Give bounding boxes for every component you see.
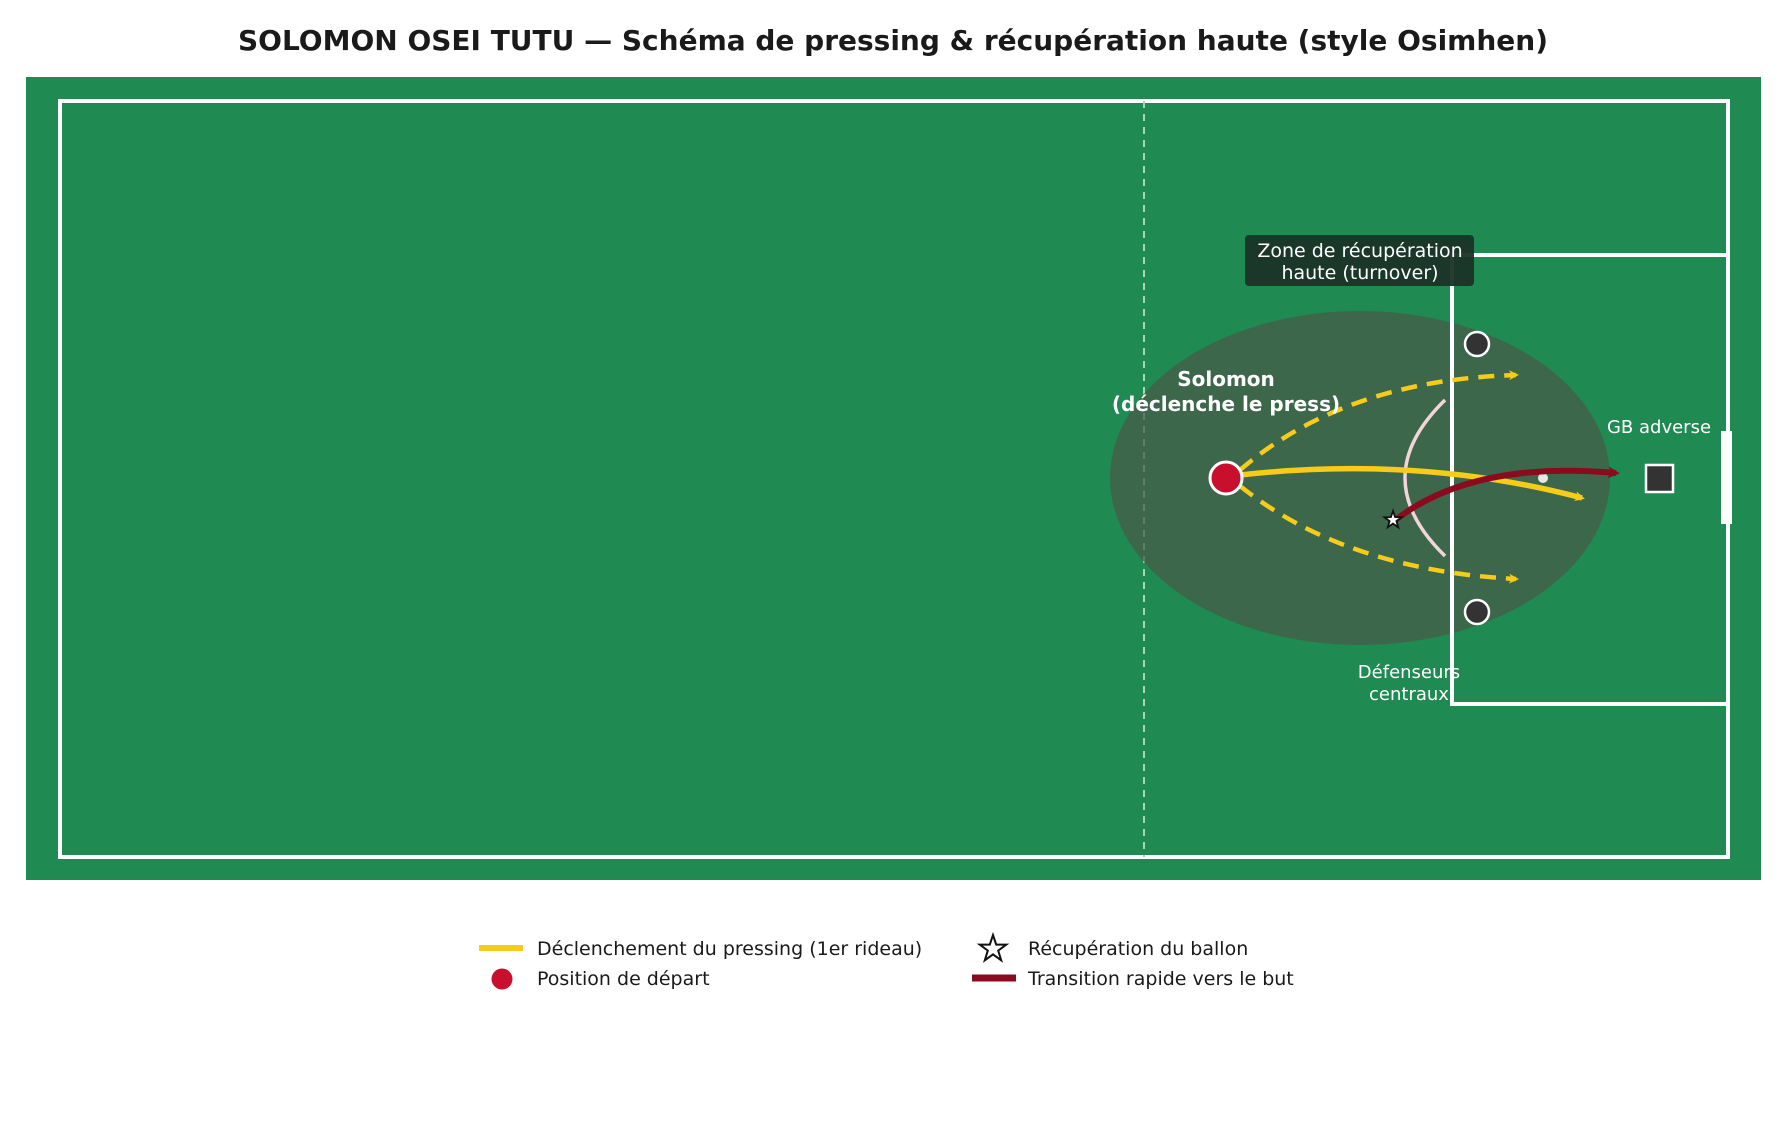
center-back-top xyxy=(1463,330,1491,358)
penalty-area xyxy=(1450,253,1728,706)
defenders-label-line2: centraux xyxy=(1369,684,1449,705)
zone-label-line2: haute (turnover) xyxy=(1281,262,1438,284)
start-position-marker xyxy=(1208,460,1244,496)
player-label-line2: (déclenche le press) xyxy=(1112,392,1340,416)
press-arrow-top xyxy=(1238,370,1519,472)
legend-label-start: Position de départ xyxy=(537,968,710,990)
legend-label-transition: Transition rapide vers le but xyxy=(1027,968,1294,990)
transition-arrow xyxy=(1391,466,1620,525)
legend-red-dot-icon xyxy=(491,968,513,990)
goal xyxy=(1721,431,1732,524)
penalty-arc xyxy=(1403,398,1447,558)
legend: Déclenchement du pressing (1er rideau) R… xyxy=(479,931,1294,990)
goalkeeper-marker xyxy=(1644,463,1675,494)
recovery-zone xyxy=(1110,311,1610,645)
press-arrow-center xyxy=(1239,465,1585,502)
legend-label-press: Déclenchement du pressing (1er rideau) xyxy=(537,938,922,960)
diagram-title: SOLOMON OSEI TUTU — Schéma de pressing &… xyxy=(238,24,1548,57)
player-label-line1: Solomon xyxy=(1177,367,1275,391)
ball-recovery-star-icon xyxy=(1381,508,1405,530)
defenders-label-line1: Défenseurs xyxy=(1358,662,1460,683)
legend-star-icon xyxy=(976,931,1010,963)
zone-label-box xyxy=(1245,235,1474,286)
center-back-bottom xyxy=(1463,598,1491,626)
penalty-spot xyxy=(1538,473,1548,483)
zone-label-line1: Zone de récupération xyxy=(1257,240,1462,262)
legend-label-recovery: Récupération du ballon xyxy=(1028,938,1248,960)
goalkeeper-label: GB adverse xyxy=(1607,417,1711,438)
press-arrow-bottom xyxy=(1238,484,1519,584)
